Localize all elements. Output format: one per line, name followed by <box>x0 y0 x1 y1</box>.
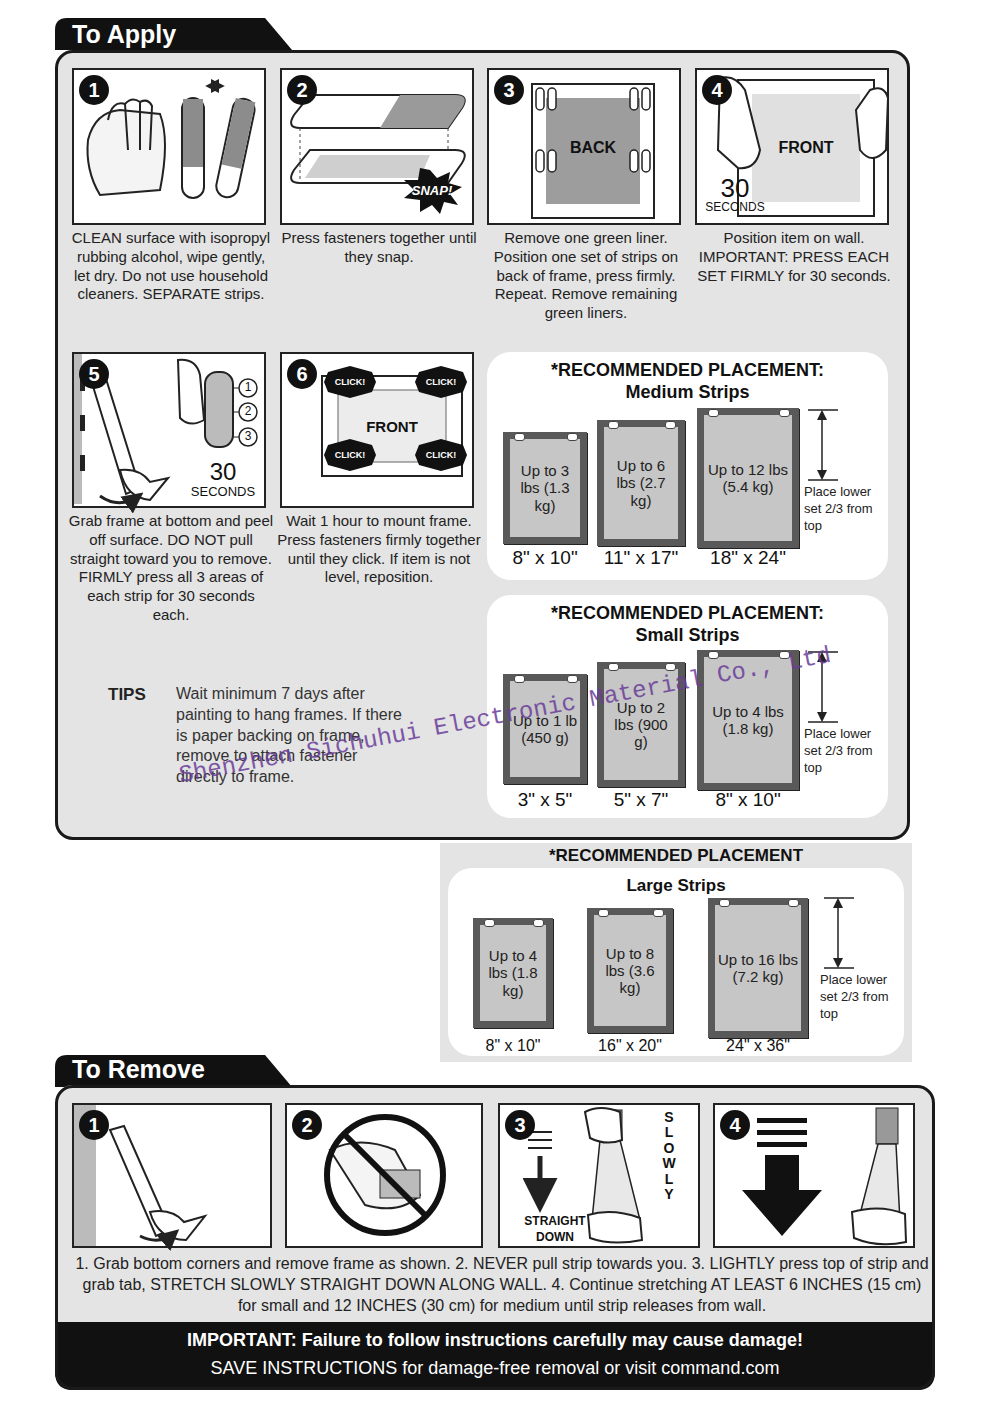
step-caption: Remove one green liner. Position one set… <box>483 229 689 323</box>
weight-limit: Up to 3 lbs (1.3 kg) <box>510 462 580 514</box>
step-box: 2 <box>285 1103 483 1248</box>
strip-mark <box>484 919 495 927</box>
placement-note: Place lower set 2/3 from top <box>804 484 884 535</box>
section-heading: To Apply <box>72 20 176 49</box>
click-burst: CLICK! <box>326 377 374 389</box>
strip-mark <box>514 433 525 441</box>
strip-mark <box>598 909 609 917</box>
step-caption: Press fasteners together until they snap… <box>276 229 482 267</box>
frame-size: 16" x 20" <box>570 1036 690 1057</box>
step-number: 2 <box>292 1110 322 1140</box>
duration-number: 30 <box>193 456 253 487</box>
strip-mark <box>608 421 619 429</box>
click-burst: CLICK! <box>326 450 374 462</box>
weight-limit: Up to 4 lbs (1.8 kg) <box>704 703 792 738</box>
frame-size: 8" x 10" <box>688 788 808 813</box>
placement-panel: *RECOMMENDED PLACEMENT: Medium Strips Up … <box>487 352 888 580</box>
step-number: 4 <box>702 75 732 105</box>
side-label: FRONT <box>352 417 432 437</box>
frame-size: 24" x 36" <box>698 1036 818 1057</box>
strip-mark <box>779 409 790 417</box>
panel-heading: *RECOMMENDED PLACEMENT: Small Strips <box>548 603 828 646</box>
step-box: 4 <box>713 1103 915 1248</box>
duration-unit: SECONDS <box>697 200 773 216</box>
weight-limit: Up to 12 lbs (5.4 kg) <box>704 461 792 496</box>
weight-limit: Up to 16 lbs (7.2 kg) <box>715 951 801 986</box>
weight-limit: Up to 8 lbs (3.6 kg) <box>594 945 666 997</box>
callout-number: 3 <box>241 429 255 445</box>
callout-number: 2 <box>241 404 255 420</box>
panel-heading: *RECOMMENDED PLACEMENT: Medium Strips <box>548 360 828 403</box>
step-number: 5 <box>79 359 109 389</box>
picture-frame: Up to 3 lbs (1.3 kg) <box>503 432 587 544</box>
frame-size: 5" x 7" <box>581 788 701 813</box>
step-caption: CLEAN surface with isopropyl rubbing alc… <box>68 229 274 304</box>
step-caption: Grab frame at bottom and peel off surfac… <box>68 512 274 625</box>
strip-mark <box>653 909 664 917</box>
click-burst: CLICK! <box>417 450 465 462</box>
side-label: FRONT <box>766 138 846 159</box>
frame-size: 18" x 24" <box>688 546 808 571</box>
direction-text: STRAIGHT DOWN <box>510 1214 600 1245</box>
step-number: 1 <box>79 75 109 105</box>
picture-frame: Up to 6 lbs (2.7 kg) <box>597 420 685 546</box>
section-heading: To Remove <box>72 1055 205 1084</box>
placement-note: Place lower set 2/3 from top <box>820 972 900 1023</box>
step-caption: Wait 1 hour to mount frame. Press fasten… <box>276 512 482 587</box>
frame-size: 11" x 17" <box>581 546 701 571</box>
step-box: 1CLEAN surface with isopropyl rubbing al… <box>72 68 266 225</box>
strip-mark <box>788 899 799 907</box>
picture-frame: Up to 12 lbs (5.4 kg) <box>697 408 799 548</box>
frame-size: 8" x 10" <box>453 1036 573 1057</box>
weight-limit: Up to 6 lbs (2.7 kg) <box>604 457 678 509</box>
burst-text: SNAP! <box>404 183 460 200</box>
direction-text: SLOWLY <box>662 1110 676 1202</box>
strip-mark <box>708 409 719 417</box>
strip-mark <box>665 421 676 429</box>
picture-frame: Up to 8 lbs (3.6 kg) <box>587 908 673 1033</box>
panel-heading: *RECOMMENDED PLACEMENT <box>440 846 912 866</box>
strip-mark <box>719 899 730 907</box>
strip-mark <box>567 675 578 683</box>
placement-note: Place lower set 2/3 from top <box>804 726 884 777</box>
picture-frame: Up to 4 lbs (1.8 kg) <box>473 918 553 1028</box>
weight-limit: Up to 4 lbs (1.8 kg) <box>480 947 546 999</box>
step-number: 1 <box>79 1110 109 1140</box>
step-box: 2Press fasteners together until they sna… <box>280 68 474 225</box>
picture-frame: Up to 16 lbs (7.2 kg) <box>708 898 808 1038</box>
removal-caption: 1. Grab bottom corners and remove frame … <box>72 1254 932 1316</box>
step-box: 1 <box>72 1103 272 1248</box>
click-burst: CLICK! <box>417 377 465 389</box>
step-number: 3 <box>505 1110 535 1140</box>
side-label: BACK <box>553 138 633 159</box>
frame-size: 8" x 10" <box>485 546 605 571</box>
footer-text: SAVE INSTRUCTIONS for damage-free remova… <box>58 1357 932 1380</box>
step-number: 6 <box>287 359 317 389</box>
warning-text: IMPORTANT: Failure to follow instruction… <box>58 1329 932 1352</box>
strip-mark <box>514 675 525 683</box>
strip-mark <box>567 433 578 441</box>
panel-subheading: Large Strips <box>440 876 912 896</box>
step-caption: Position item on wall. IMPORTANT: PRESS … <box>691 229 897 285</box>
strip-mark <box>608 663 619 671</box>
step-number: 4 <box>720 1110 750 1140</box>
step-number: 2 <box>287 75 317 105</box>
strip-mark <box>708 651 719 659</box>
callout-number: 1 <box>241 380 255 396</box>
duration-unit: SECONDS <box>183 484 263 501</box>
placement-panel: *RECOMMENDED PLACEMENT Large Strips Up to … <box>440 843 912 1062</box>
tips-heading: TIPS <box>108 684 168 706</box>
step-number: 3 <box>494 75 524 105</box>
frame-size: 3" x 5" <box>485 788 605 813</box>
strip-mark <box>533 919 544 927</box>
